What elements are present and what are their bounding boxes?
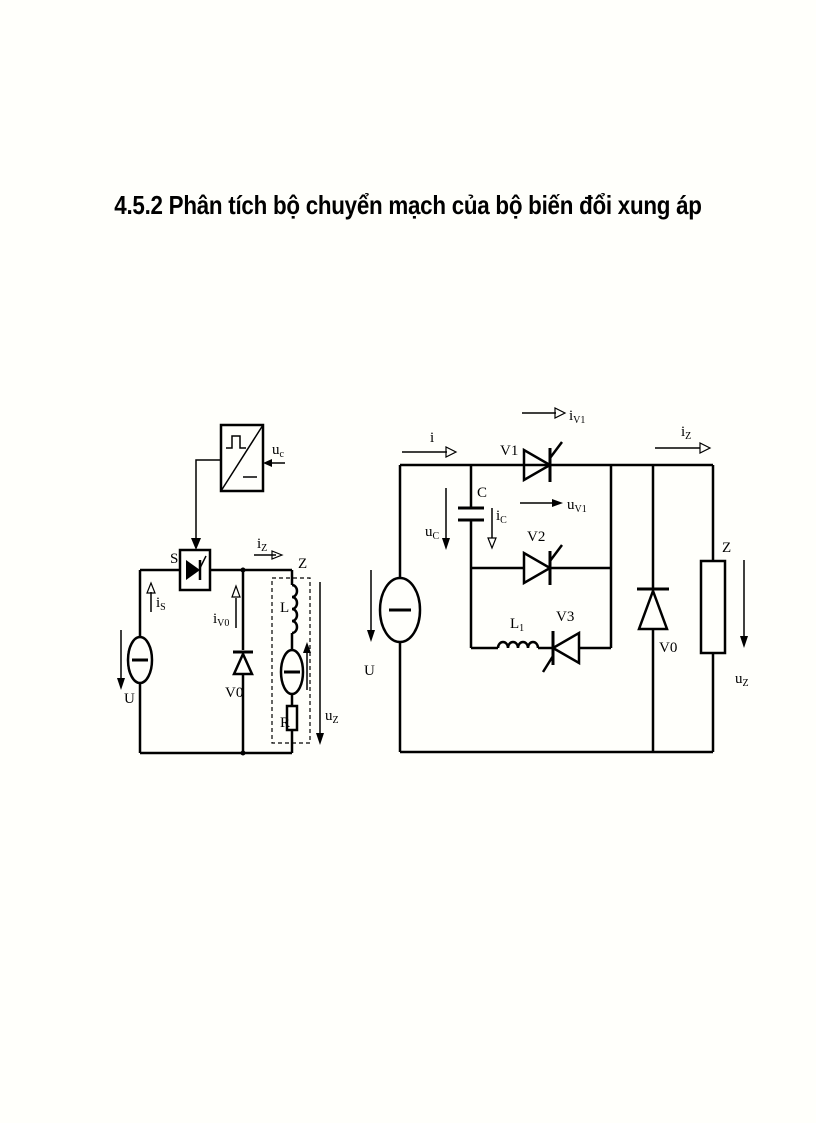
i-label: i bbox=[430, 430, 434, 446]
right-circuit: U i iV1 V1 iZ bbox=[364, 407, 749, 754]
capacitor-c bbox=[458, 506, 484, 522]
iz-arrow bbox=[655, 442, 712, 454]
iz-label: iZ bbox=[257, 536, 267, 554]
i-arrow bbox=[402, 446, 458, 458]
iv0-arrow bbox=[231, 584, 241, 628]
inductor-l bbox=[291, 583, 299, 635]
u-label: U bbox=[364, 663, 375, 679]
switch-s-label: S bbox=[170, 551, 178, 567]
uz-arrow bbox=[740, 560, 748, 648]
c-label: C bbox=[477, 485, 487, 501]
v2-label: V2 bbox=[527, 529, 545, 545]
iz-arrow bbox=[254, 550, 284, 560]
uv1-label: uV1 bbox=[567, 497, 587, 515]
thyristor-v3 bbox=[541, 630, 581, 673]
load-z-box bbox=[271, 577, 311, 744]
u-arrow bbox=[117, 630, 125, 690]
uz-label: uZ bbox=[735, 671, 749, 689]
switch-s bbox=[178, 548, 212, 592]
u-arrow bbox=[367, 570, 375, 642]
is-label: iS bbox=[156, 595, 166, 613]
thyristor-v2 bbox=[522, 544, 563, 586]
emf-source bbox=[279, 648, 305, 696]
iv0-label: iV0 bbox=[213, 611, 229, 629]
uz-label: uZ bbox=[325, 708, 339, 726]
page-title: 4.5.2 Phân tích bộ chuyển mạch của bộ bi… bbox=[114, 190, 702, 220]
iv1-arrow bbox=[522, 407, 567, 419]
ic-arrow bbox=[487, 508, 497, 550]
emf-arrow bbox=[303, 642, 311, 690]
pwm-control-block bbox=[219, 423, 265, 493]
v0-label: V0 bbox=[225, 685, 243, 701]
load-z bbox=[699, 559, 727, 655]
uc-label: uc bbox=[272, 442, 285, 460]
voltage-source-u bbox=[126, 635, 154, 685]
uc-label: uC bbox=[425, 524, 440, 542]
voltage-source-u bbox=[378, 576, 422, 644]
diode-v0 bbox=[637, 587, 669, 631]
l-label: L bbox=[280, 600, 289, 616]
v0-label: V0 bbox=[659, 640, 677, 656]
left-circuit: uc S iZ Z bbox=[117, 423, 339, 756]
v1-label: V1 bbox=[500, 443, 518, 459]
l1-label: L1 bbox=[510, 616, 524, 634]
uv1-arrow bbox=[520, 499, 563, 507]
diode-v0 bbox=[232, 650, 254, 676]
thyristor-v1 bbox=[522, 441, 563, 483]
uz-arrow bbox=[316, 582, 324, 745]
v3-label: V3 bbox=[556, 609, 574, 625]
uc-input-arrow bbox=[263, 459, 285, 467]
control-signal-line bbox=[195, 459, 221, 540]
iz-label: iZ bbox=[681, 424, 691, 442]
ic-label: iC bbox=[496, 508, 507, 526]
u-label: U bbox=[124, 691, 135, 707]
z-label: Z bbox=[722, 540, 731, 556]
uc-arrow bbox=[442, 488, 450, 550]
inductor-l1 bbox=[496, 640, 540, 649]
z-label: Z bbox=[298, 556, 307, 572]
is-arrow bbox=[146, 581, 156, 612]
iv1-label: iV1 bbox=[569, 408, 585, 426]
r-label: R bbox=[280, 715, 290, 731]
